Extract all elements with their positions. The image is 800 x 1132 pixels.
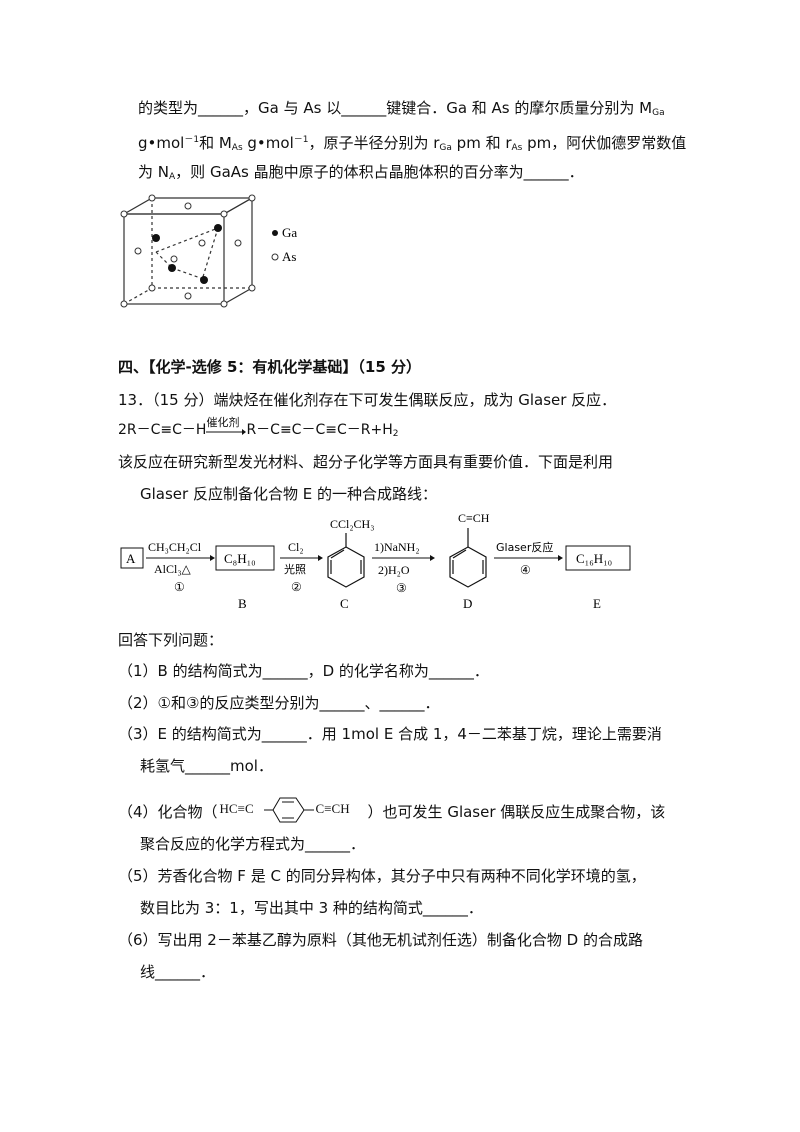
superscript: －1 bbox=[184, 135, 200, 145]
subscript: As bbox=[231, 143, 243, 153]
reagent-1-top: CH₃CH₂Cl bbox=[148, 540, 202, 554]
structure-right-group: C≡CH bbox=[315, 800, 350, 816]
intro-text: pm，阿伏伽德罗常数值 bbox=[522, 134, 687, 152]
as-legend-dot bbox=[271, 253, 279, 261]
synthesis-route: A CH₃CH₂Cl AlCl₃△ ① C₈H₁₀ B Cl₂ 光照 ② CCl… bbox=[120, 511, 631, 611]
compound-e-formula: C₁₆H₁₀ bbox=[576, 551, 612, 566]
glaser-equation: 2R－C≡C－H 催化剂 R－C≡C－C≡C－R+H2 bbox=[118, 416, 399, 444]
q13-body-line-1: 该反应在研究新型发光材料、超分子化学等方面具有重要价值．下面是利用 bbox=[118, 453, 614, 471]
question-4-line-1: （4）化合物（ HC≡C C≡CH ）也可发生 Glaser 偶联反应生成聚合物… bbox=[118, 797, 666, 823]
compound-a-label: A bbox=[126, 551, 136, 566]
subscript: 2 bbox=[392, 429, 399, 439]
reagent-3-top: 1)NaNH₂ bbox=[374, 540, 420, 554]
diethynylbenzene-structure: HC≡C C≡CH bbox=[218, 797, 368, 823]
q13-body-line-2: Glaser 反应制备化合物 E 的一种合成路线： bbox=[140, 485, 437, 503]
compound-d-substituent: C≡CH bbox=[458, 511, 490, 525]
step-4-label: ④ bbox=[520, 563, 531, 577]
structure-left-group: HC≡C bbox=[219, 800, 254, 816]
intro-text: pm 和 r bbox=[451, 134, 512, 152]
question-6-line-1: （6）写出用 2－苯基乙醇为原料（其他无机试剂任选）制备化合物 D 的合成路 bbox=[118, 931, 643, 949]
question-1: （1）B 的结构简式为______，D 的化学名称为______． bbox=[118, 662, 489, 680]
intro-line-1: 的类型为______，Ga 与 As 以______键键合．Ga 和 As 的摩… bbox=[138, 98, 665, 123]
superscript: －1 bbox=[293, 135, 309, 145]
answer-intro: 回答下列问题： bbox=[118, 631, 224, 649]
compound-c-substituent: CCl₂CH₃ bbox=[330, 517, 374, 531]
question-4-suffix: ）也可发生 Glaser 偶联反应生成聚合物，该 bbox=[367, 803, 666, 821]
reagent-1-bottom: AlCl₃△ bbox=[154, 562, 192, 576]
subscript: As bbox=[511, 143, 523, 153]
q13-header: 13．（15 分）端炔烃在催化剂存在下可发生偶联反应，成为 Glaser 反应． bbox=[118, 391, 617, 409]
as-legend-label: As bbox=[282, 249, 296, 264]
question-5-line-1: （5）芳香化合物 F 是 C 的同分异构体，其分子中只有两种不同化学环境的氢， bbox=[118, 867, 646, 885]
ga-legend-label: Ga bbox=[282, 225, 297, 240]
intro-text: g•mol bbox=[138, 134, 185, 152]
ga-legend-dot bbox=[272, 230, 278, 236]
intro-text: ，原子半径分别为 r bbox=[308, 134, 440, 152]
intro-text: g•mol bbox=[242, 134, 294, 152]
intro-text: 的类型为______，Ga 与 As 以______键键合．Ga 和 As 的摩… bbox=[138, 99, 653, 117]
reagent-3-bottom: 2)H₂O bbox=[378, 563, 410, 577]
reagent-2-bottom: 光照 bbox=[284, 562, 306, 576]
intro-text: 为 N bbox=[138, 163, 169, 181]
crystal-cell-figure: Ga As bbox=[120, 194, 297, 308]
reagent-2-top: Cl₂ bbox=[288, 540, 304, 554]
compound-d-letter: D bbox=[463, 596, 472, 611]
subscript: Ga bbox=[652, 108, 665, 118]
compound-d-benzene bbox=[449, 528, 487, 588]
cube-front-face bbox=[123, 213, 225, 305]
intro-line-3: 为 NA，则 GaAs 晶胞中原子的体积占晶胞体积的百分率为______． bbox=[138, 162, 584, 187]
intro-text: 和 M bbox=[199, 134, 232, 152]
compound-b-formula: C₈H₁₀ bbox=[224, 551, 256, 566]
intro-text: ，则 GaAs 晶胞中原子的体积占晶胞体积的百分率为______． bbox=[175, 163, 584, 181]
compound-e-letter: E bbox=[593, 596, 601, 611]
subscript: Ga bbox=[439, 143, 452, 153]
compound-e-box bbox=[565, 545, 631, 571]
question-3-line-1: （3）E 的结构简式为______．用 1mol E 合成 1，4－二苯基丁烷，… bbox=[118, 725, 662, 743]
catalyst-arrow: 催化剂 bbox=[206, 416, 247, 438]
step-2-label: ② bbox=[291, 580, 302, 594]
reagent-4-top: Glaser反应 bbox=[496, 540, 553, 554]
equation-product: R－C≡C－C≡C－R+H bbox=[246, 422, 393, 438]
intro-line-2: g•mol－1和 MAs g•mol－1，原子半径分别为 rGa pm 和 rA… bbox=[138, 130, 686, 158]
question-4-line-2: 聚合反应的化学方程式为______． bbox=[140, 835, 366, 853]
compound-b-letter: B bbox=[238, 596, 247, 611]
question-5-line-2: 数目比为 3：1，写出其中 3 种的结构简式______． bbox=[140, 899, 483, 917]
subscript: A bbox=[169, 172, 176, 182]
question-2: （2）①和③的反应类型分别为______、______． bbox=[118, 694, 440, 712]
question-6-line-2: 线______． bbox=[140, 963, 216, 981]
compound-b-box bbox=[215, 545, 275, 571]
question-4-prefix: （4）化合物（ bbox=[118, 803, 218, 821]
equation-reactant: 2R－C≡C－H bbox=[118, 422, 207, 438]
question-3-line-2: 耗氢气______mol． bbox=[140, 757, 273, 775]
compound-a-box bbox=[120, 547, 144, 569]
compound-c-benzene bbox=[327, 533, 365, 588]
section-title: 四、【化学-选修 5：有机化学基础】（15 分） bbox=[118, 358, 421, 376]
catalyst-label: 催化剂 bbox=[206, 416, 240, 429]
benzene-ring bbox=[263, 797, 314, 822]
step-1-label: ① bbox=[174, 580, 185, 594]
compound-c-letter: C bbox=[340, 596, 349, 611]
step-3-label: ③ bbox=[396, 581, 407, 595]
